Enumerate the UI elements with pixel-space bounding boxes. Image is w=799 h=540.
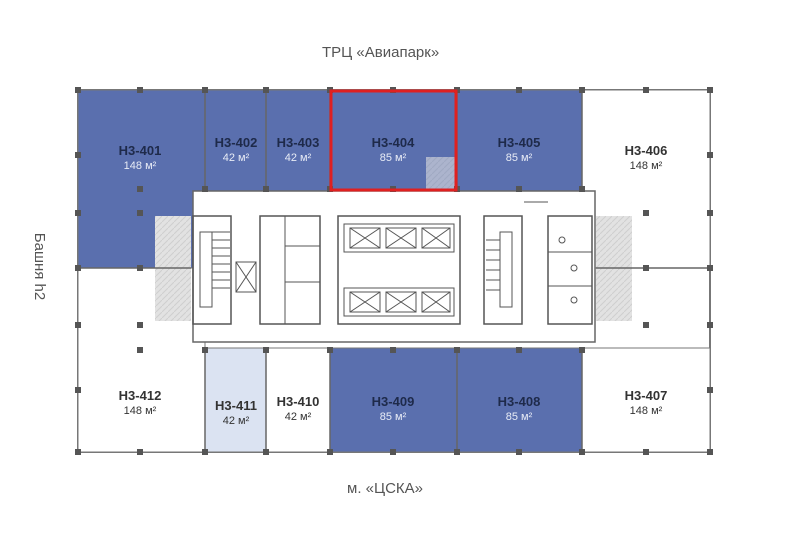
- unit-area-408: 85 м²: [506, 411, 533, 423]
- hatch-zone-404: [426, 157, 456, 189]
- unit-code-412: Н3-412: [119, 388, 162, 403]
- column: [75, 265, 81, 271]
- column: [263, 87, 269, 93]
- unit-409[interactable]: [329, 347, 458, 453]
- unit-402[interactable]: [204, 89, 267, 192]
- unit-code-406: Н3-406: [625, 143, 668, 158]
- column: [202, 87, 208, 93]
- unit-410[interactable]: [265, 347, 331, 453]
- column: [263, 186, 269, 192]
- column: [643, 322, 649, 328]
- column: [454, 449, 460, 455]
- column: [707, 87, 713, 93]
- unit-area-403: 42 м²: [285, 152, 312, 164]
- column: [390, 347, 396, 353]
- unit-area-409: 85 м²: [380, 411, 407, 423]
- column: [643, 210, 649, 216]
- column: [707, 322, 713, 328]
- unit-code-411: Н3-411: [215, 398, 257, 413]
- column: [516, 87, 522, 93]
- column: [75, 210, 81, 216]
- column: [579, 186, 585, 192]
- unit-code-408: Н3-408: [498, 394, 541, 409]
- column: [707, 449, 713, 455]
- unit-code-410: Н3-410: [277, 394, 320, 409]
- column: [202, 186, 208, 192]
- column: [516, 449, 522, 455]
- column: [516, 347, 522, 353]
- unit-area-404: 85 м²: [380, 152, 407, 164]
- building-core: [192, 190, 596, 343]
- column: [137, 186, 143, 192]
- column: [137, 265, 143, 271]
- structural-columns: [75, 87, 713, 455]
- column: [516, 186, 522, 192]
- column: [579, 347, 585, 353]
- unit-area-407: 148 м²: [630, 405, 663, 417]
- unit-area-405: 85 м²: [506, 152, 533, 164]
- unit-code-403: Н3-403: [277, 135, 320, 150]
- unit-code-401: Н3-401: [119, 143, 162, 158]
- column: [75, 322, 81, 328]
- unit-area-410: 42 м²: [285, 411, 312, 423]
- column: [263, 347, 269, 353]
- column: [643, 87, 649, 93]
- unit-411[interactable]: [204, 347, 267, 453]
- selected-unit-outline: [329, 89, 458, 192]
- column: [137, 87, 143, 93]
- column: [202, 347, 208, 353]
- column: [137, 449, 143, 455]
- column: [75, 449, 81, 455]
- unit-408[interactable]: [456, 347, 583, 453]
- column: [579, 449, 585, 455]
- unit-code-405: Н3-405: [498, 135, 541, 150]
- unit-code-407: Н3-407: [625, 388, 668, 403]
- bottom-label: м. «ЦСКА»: [347, 480, 424, 497]
- unit-area-412: 148 м²: [124, 405, 157, 417]
- column: [390, 449, 396, 455]
- column: [263, 449, 269, 455]
- unit-403[interactable]: [265, 89, 331, 192]
- column: [137, 347, 143, 353]
- column: [137, 322, 143, 328]
- column: [707, 210, 713, 216]
- unit-code-402: Н3-402: [215, 135, 258, 150]
- column: [707, 265, 713, 271]
- column: [643, 449, 649, 455]
- unit-area-411: 42 м²: [223, 415, 250, 427]
- column: [75, 152, 81, 158]
- top-label: ТРЦ «Авиапарк»: [322, 44, 440, 61]
- unit-code-409: Н3-409: [372, 394, 415, 409]
- column: [75, 387, 81, 393]
- column: [202, 449, 208, 455]
- column: [707, 152, 713, 158]
- column: [454, 347, 460, 353]
- column: [75, 87, 81, 93]
- unit-code-404: Н3-404: [372, 135, 415, 150]
- unit-area-401: 148 м²: [124, 160, 157, 172]
- column: [137, 210, 143, 216]
- column: [327, 347, 333, 353]
- column: [707, 387, 713, 393]
- unit-area-402: 42 м²: [223, 152, 250, 164]
- unit-area-406: 148 м²: [630, 160, 663, 172]
- column: [643, 265, 649, 271]
- column: [327, 449, 333, 455]
- column: [579, 87, 585, 93]
